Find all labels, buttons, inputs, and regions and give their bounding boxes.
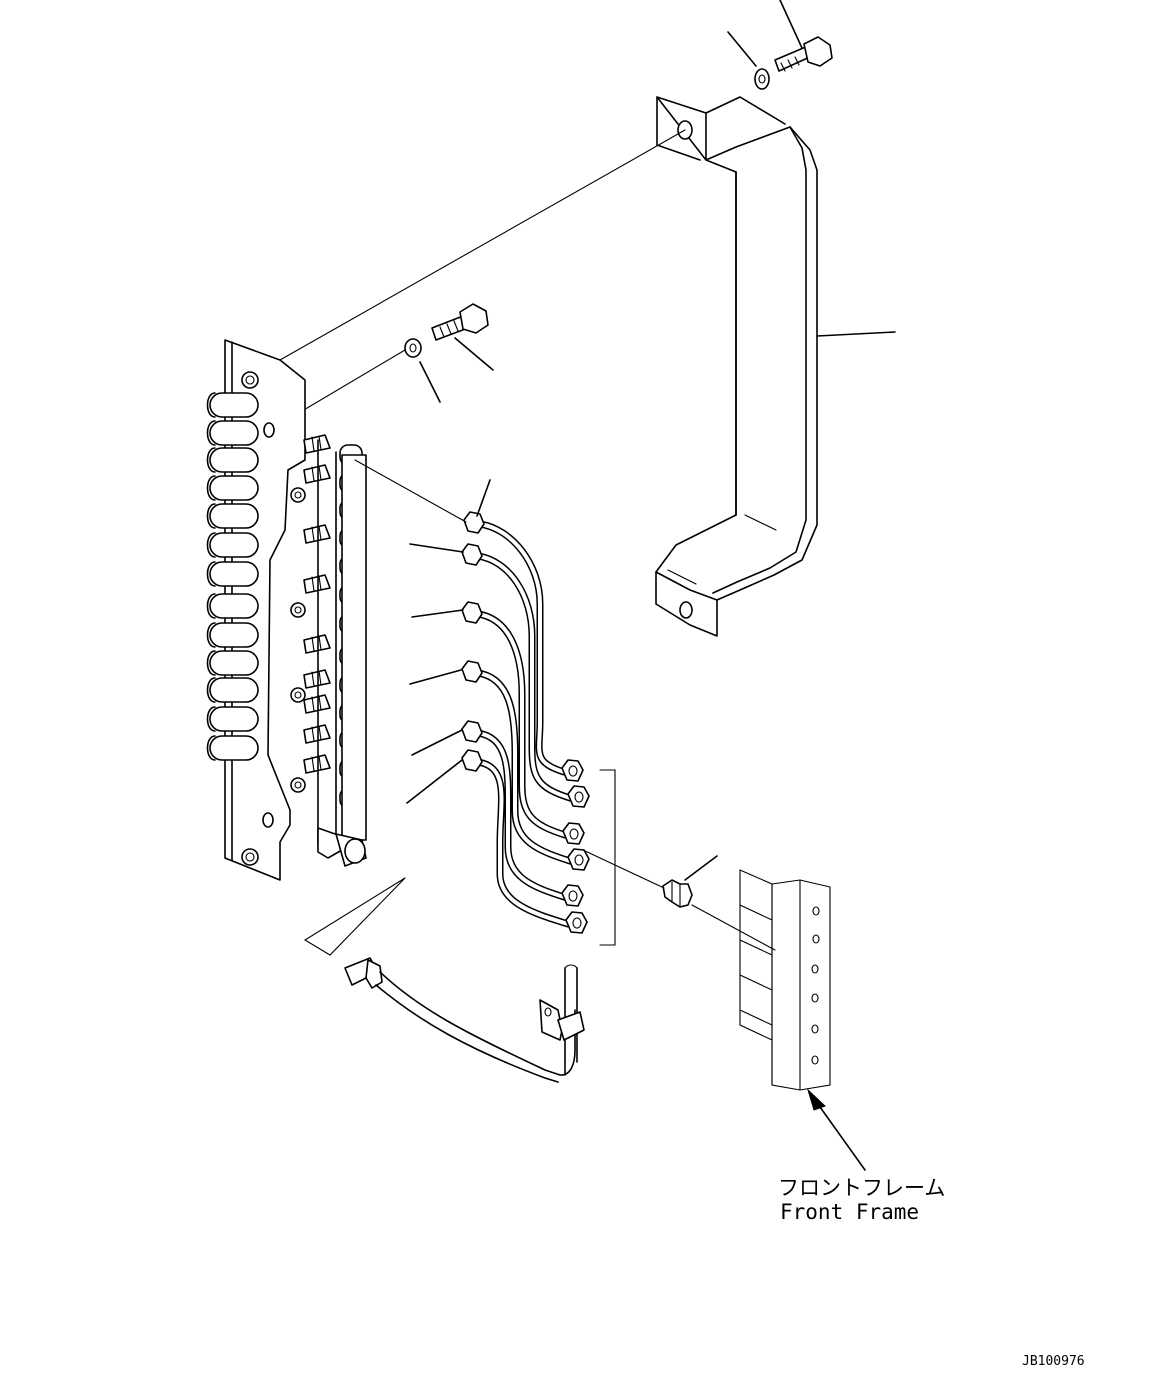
front-frame-label-jp: フロントフレーム xyxy=(778,1176,945,1200)
leader-tube-3 xyxy=(411,609,464,618)
grease-tubes xyxy=(461,511,590,934)
alignment-line-top xyxy=(279,129,686,361)
front-frame-arrow xyxy=(806,1088,866,1171)
front-frame-plate xyxy=(739,869,831,1091)
upper-washer xyxy=(727,31,770,90)
drawing-id: JB100976 xyxy=(1022,1354,1085,1369)
leader-tube-2 xyxy=(409,543,464,553)
middle-washer xyxy=(404,338,441,403)
front-frame-label-en: Front Frame xyxy=(780,1200,919,1224)
leader-tube-1 xyxy=(476,479,491,517)
upper-bolt xyxy=(774,0,833,72)
middle-bolt xyxy=(431,303,494,371)
tube-end-bracket xyxy=(599,769,616,946)
bracket xyxy=(655,96,896,637)
leader-tube-6 xyxy=(406,759,463,804)
grease-nipple xyxy=(582,849,776,951)
leader-tube-5 xyxy=(411,729,463,756)
alignment-line-tube xyxy=(354,459,467,523)
leader-tube-4 xyxy=(409,669,462,685)
manifold-block xyxy=(206,339,367,881)
lower-hose xyxy=(303,877,585,1083)
